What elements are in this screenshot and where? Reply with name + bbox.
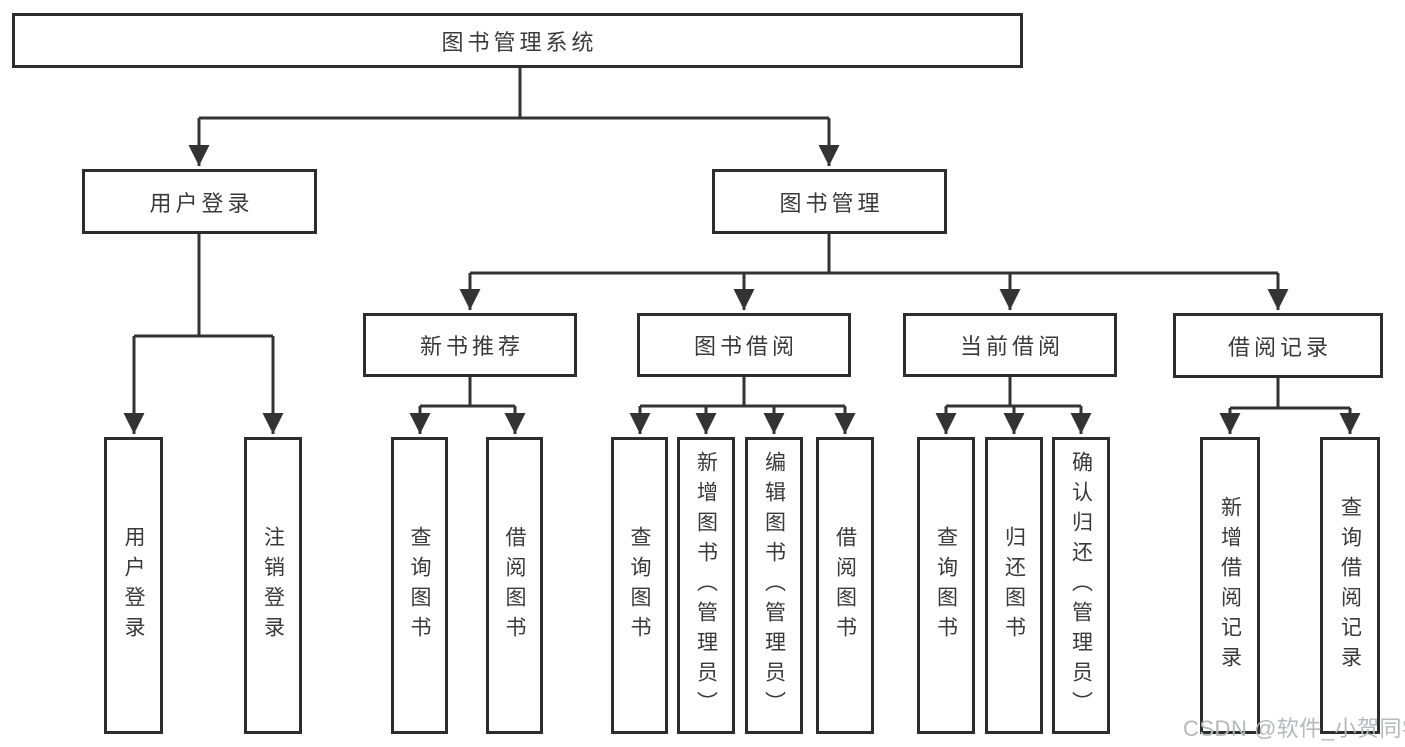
node-leaf-cb-return-book: 归还图书 — [985, 437, 1043, 734]
node-root-library-system: 图书管理系统 — [12, 13, 1023, 68]
node-label: 图书管理 — [779, 190, 884, 216]
node-book-management: 图书管理 — [712, 169, 947, 234]
node-leaf-br-add-record: 新增借阅记录 — [1200, 437, 1260, 734]
node-label: 借阅图书 — [833, 525, 857, 646]
node-leaf-logout: 注销登录 — [244, 437, 302, 734]
node-borrow-record: 借阅记录 — [1173, 313, 1383, 378]
node-leaf-nb-query-book: 查询图书 — [391, 437, 448, 734]
node-new-book-recommend: 新书推荐 — [363, 313, 577, 377]
node-leaf-bb-add-book: 新增图书（管理员） — [677, 437, 735, 734]
node-leaf-cb-query-book: 查询图书 — [917, 437, 975, 734]
node-label: 查询图书 — [934, 525, 958, 646]
node-leaf-cb-confirm-return: 确认归还（管理员） — [1052, 437, 1110, 734]
node-label: 注销登录 — [261, 525, 285, 646]
node-label: 编辑图书（管理员） — [762, 450, 786, 721]
node-leaf-bb-query-book: 查询图书 — [611, 437, 668, 734]
node-leaf-user-login: 用户登录 — [104, 437, 163, 734]
node-book-borrow: 图书借阅 — [637, 313, 851, 377]
node-label: 借阅记录 — [1227, 334, 1332, 360]
node-label: 当前借阅 — [959, 334, 1064, 359]
node-label: 确认归还（管理员） — [1069, 450, 1093, 721]
node-label: 图书借阅 — [693, 334, 798, 359]
node-current-borrow: 当前借阅 — [903, 313, 1117, 377]
node-label: 借阅图书 — [503, 525, 526, 646]
node-label: 查询图书 — [408, 525, 431, 646]
node-label: 新增借阅记录 — [1218, 495, 1242, 676]
node-label: 用户登录 — [122, 525, 145, 646]
node-leaf-bb-borrow-book: 借阅图书 — [816, 437, 874, 734]
node-label: 查询图书 — [628, 525, 651, 646]
watermark: CSDN @软件_小贺同学 — [1183, 716, 1405, 741]
node-label: 图书管理系统 — [441, 29, 598, 55]
node-label: 归还图书 — [1002, 525, 1026, 646]
node-label: 新增图书（管理员） — [694, 450, 718, 721]
node-leaf-bb-edit-book: 编辑图书（管理员） — [745, 437, 803, 734]
node-user-login: 用户登录 — [82, 169, 317, 234]
node-label: 查询借阅记录 — [1338, 495, 1362, 676]
node-label: 新书推荐 — [419, 334, 524, 359]
node-leaf-nb-borrow-book: 借阅图书 — [486, 437, 543, 734]
node-label: 用户登录 — [149, 190, 254, 216]
node-leaf-br-query-record: 查询借阅记录 — [1320, 437, 1380, 734]
